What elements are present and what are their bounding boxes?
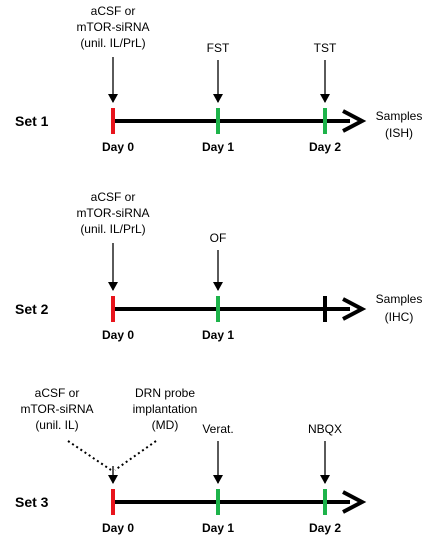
set-3-extra-treatment-line-2: implantation bbox=[133, 402, 198, 416]
set-2-panel: aCSF or mTOR-siRNA (unil. IL/PrL) OF Set… bbox=[15, 190, 422, 342]
set-1-event-fst-label: FST bbox=[207, 41, 230, 55]
set-1-timeline-arrowhead bbox=[342, 109, 367, 133]
set-2-treatment-line-2: mTOR-siRNA bbox=[76, 206, 149, 220]
set-3-extra-treatment-line-1: DRN probe bbox=[135, 386, 195, 400]
set-2-timeline-arrowhead bbox=[342, 297, 367, 321]
set-2-day1-label: Day 1 bbox=[202, 328, 234, 342]
set-3-event-nbqx-label: NBQX bbox=[308, 422, 342, 436]
set-1-treatment-line-2: mTOR-siRNA bbox=[76, 20, 149, 34]
set-1-day1-label: Day 1 bbox=[202, 140, 234, 154]
set-2-samples-line-2: (IHC) bbox=[385, 310, 414, 324]
set-3-timeline-arrowhead bbox=[342, 490, 367, 514]
set-3-event-verat-label: Verat. bbox=[202, 422, 233, 436]
set-1-label: Set 1 bbox=[15, 113, 49, 129]
set-3-day1-label: Day 1 bbox=[202, 521, 234, 535]
set-1-day0-label: Day 0 bbox=[102, 140, 134, 154]
set-3-treatment-line-3: (unil. IL) bbox=[35, 418, 78, 432]
set-3-day2-label: Day 2 bbox=[309, 521, 341, 535]
set-1-samples-line-2: (ISH) bbox=[385, 126, 413, 140]
set-3-treatment-line-1: aCSF or bbox=[35, 386, 80, 400]
set-2-event-of-label: OF bbox=[210, 231, 227, 245]
set-3-day0-label: Day 0 bbox=[102, 521, 134, 535]
set-1-event-tst-label: TST bbox=[314, 41, 337, 55]
set-1-day2-label: Day 2 bbox=[309, 140, 341, 154]
set-1-panel: aCSF or mTOR-siRNA (unil. IL/PrL) FST TS… bbox=[15, 4, 422, 154]
set-3-extra-treatment-dotted-line bbox=[114, 440, 157, 471]
set-3-treatment-line-2: mTOR-siRNA bbox=[20, 402, 93, 416]
set-1-treatment-line-1: aCSF or bbox=[91, 4, 136, 18]
set-3-treatment-dotted-line bbox=[67, 440, 112, 471]
set-1-samples-line-1: Samples bbox=[376, 109, 423, 123]
set-1-treatment-line-3: (unil. IL/PrL) bbox=[80, 36, 145, 50]
set-3-panel: aCSF or mTOR-siRNA (unil. IL) DRN probe … bbox=[15, 386, 367, 535]
set-2-treatment-line-1: aCSF or bbox=[91, 190, 136, 204]
set-3-label: Set 3 bbox=[15, 494, 49, 510]
set-2-label: Set 2 bbox=[15, 301, 49, 317]
set-2-day0-label: Day 0 bbox=[102, 328, 134, 342]
set-2-treatment-line-3: (unil. IL/PrL) bbox=[80, 222, 145, 236]
set-3-extra-treatment-line-3: (MD) bbox=[152, 418, 179, 432]
set-2-samples-line-1: Samples bbox=[376, 292, 423, 306]
